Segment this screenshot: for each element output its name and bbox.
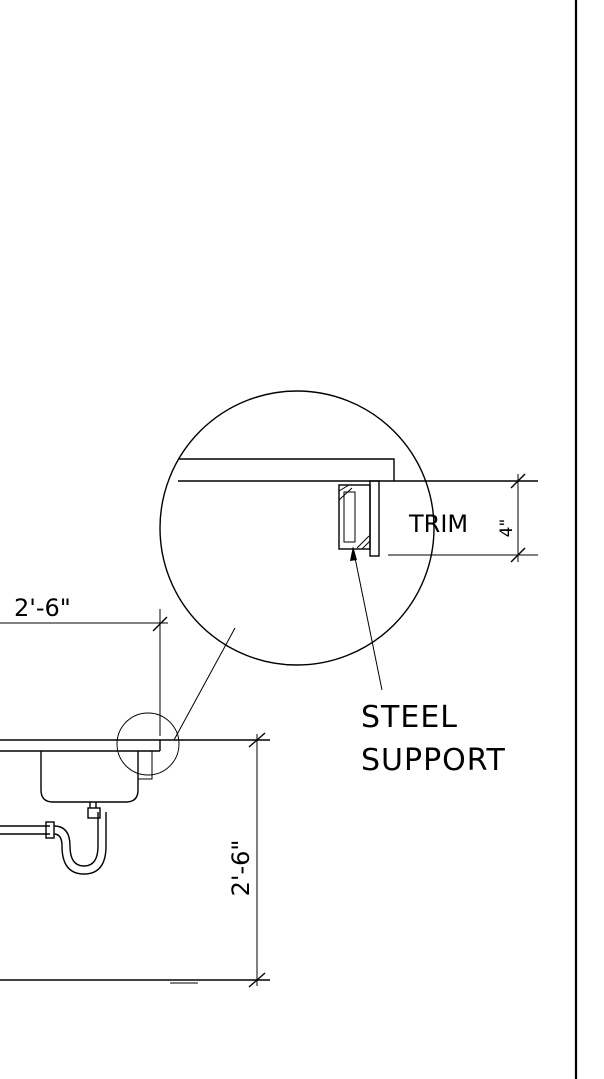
countertop bbox=[178, 458, 395, 481]
height-dimension-label: 2'-6" bbox=[227, 840, 255, 897]
trim-dimension-label: 4" bbox=[497, 519, 517, 538]
detail-callout-circle bbox=[116, 712, 180, 776]
support-leader-arrow bbox=[350, 546, 357, 561]
depth-dimension-label: 2'-6" bbox=[14, 594, 71, 622]
steel-support-section bbox=[338, 480, 380, 557]
height-tick-top bbox=[248, 732, 266, 748]
detail-circle bbox=[159, 390, 435, 666]
steel-label: STEEL bbox=[361, 700, 458, 735]
support-leader bbox=[352, 547, 383, 691]
trim-tick-top bbox=[510, 473, 526, 489]
trim-label: TRIM bbox=[408, 510, 468, 538]
support-label: SUPPORT bbox=[361, 743, 506, 778]
detail-callout-leader bbox=[173, 627, 236, 741]
sink-bowl bbox=[40, 751, 139, 803]
counter-bracket bbox=[137, 750, 153, 780]
p-trap bbox=[0, 802, 107, 875]
trim-tick-bottom bbox=[510, 547, 526, 563]
